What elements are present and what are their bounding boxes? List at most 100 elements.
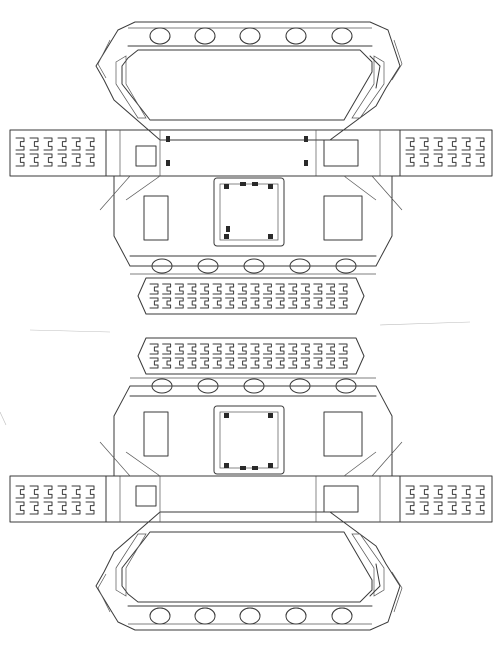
track-link (237, 283, 247, 295)
road-wheel (239, 607, 261, 625)
track-link (475, 501, 485, 515)
track-link (199, 297, 209, 309)
track-link (29, 137, 39, 151)
track-link (225, 343, 235, 355)
track-link (57, 137, 67, 151)
track-link (262, 283, 272, 295)
track-link (15, 485, 25, 499)
track-link (237, 357, 247, 369)
track-link (419, 501, 429, 515)
track-link (338, 283, 348, 295)
track-link (250, 297, 260, 309)
track-link (199, 283, 209, 295)
lower-track-strip-frame (137, 337, 365, 375)
track-link (300, 343, 310, 355)
track-link (419, 153, 429, 167)
track-link (275, 297, 285, 309)
road-wheel (194, 607, 216, 625)
track-link (187, 297, 197, 309)
track-link (288, 357, 298, 369)
track-link (313, 343, 323, 355)
track-link (433, 137, 443, 151)
upper-left-track-strip (15, 137, 95, 167)
upper-hull-deck (99, 175, 403, 267)
track-link (461, 485, 471, 499)
track-link (461, 153, 471, 167)
track-link (325, 357, 335, 369)
track-link (225, 297, 235, 309)
track-link (71, 153, 81, 167)
lower-hull-band (9, 475, 493, 523)
track-link (325, 343, 335, 355)
track-link (405, 137, 415, 151)
track-link (162, 357, 172, 369)
track-link (461, 137, 471, 151)
track-link (149, 357, 159, 369)
road-wheel (331, 27, 353, 45)
track-link (300, 297, 310, 309)
upper-hull-outline (95, 21, 403, 141)
track-link (405, 485, 415, 499)
track-link (15, 501, 25, 515)
lower-lower-wheels (129, 377, 377, 397)
track-link (447, 501, 457, 515)
track-link (275, 283, 285, 295)
road-wheel (331, 607, 353, 625)
upper-long-track-links (149, 283, 348, 309)
paper-texture (0, 321, 471, 426)
track-link (475, 485, 485, 499)
track-link (461, 501, 471, 515)
track-link (212, 283, 222, 295)
track-link (43, 501, 53, 515)
lower-right-track-strip (405, 485, 485, 515)
track-link (338, 297, 348, 309)
track-link (288, 283, 298, 295)
track-link (57, 485, 67, 499)
track-link (43, 485, 53, 499)
lower-hull-outline (95, 511, 403, 631)
lower-long-track-links (149, 343, 348, 369)
track-link (237, 343, 247, 355)
upper-hatch (213, 177, 285, 247)
lower-hull-deck (99, 385, 403, 477)
track-link (174, 283, 184, 295)
road-wheel (149, 27, 171, 45)
upper-side-plate (115, 49, 385, 121)
track-link (162, 343, 172, 355)
track-link (447, 153, 457, 167)
track-link (338, 343, 348, 355)
track-link (300, 283, 310, 295)
track-link (162, 283, 172, 295)
track-link (225, 283, 235, 295)
track-link (149, 283, 159, 295)
track-link (43, 137, 53, 151)
track-link (433, 153, 443, 167)
lower-side-plate (115, 531, 385, 603)
track-link (325, 297, 335, 309)
track-link (174, 343, 184, 355)
track-link (15, 137, 25, 151)
upper-road-wheels (127, 27, 373, 47)
track-link (199, 343, 209, 355)
track-link (15, 153, 25, 167)
road-wheel (285, 27, 307, 45)
track-link (225, 357, 235, 369)
track-link (212, 357, 222, 369)
track-link (43, 153, 53, 167)
track-link (475, 153, 485, 167)
track-link (250, 283, 260, 295)
track-link (29, 485, 39, 499)
track-link (475, 137, 485, 151)
track-link (29, 501, 39, 515)
track-link (405, 501, 415, 515)
lower-left-track-strip (15, 485, 95, 515)
track-link (162, 297, 172, 309)
track-link (288, 297, 298, 309)
track-link (447, 137, 457, 151)
track-link (71, 501, 81, 515)
upper-net (9, 21, 493, 315)
lower-road-wheels (127, 605, 373, 625)
track-link (71, 137, 81, 151)
track-link (71, 485, 81, 499)
